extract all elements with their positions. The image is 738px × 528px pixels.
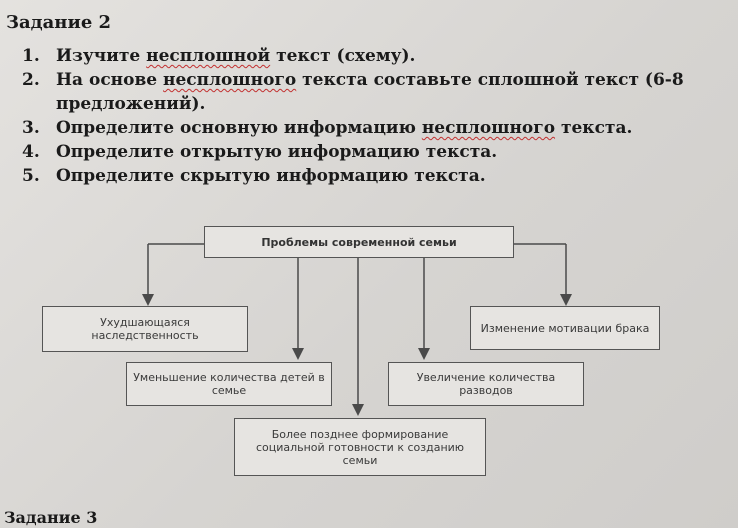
- spellcheck-word: несплошной: [146, 46, 271, 66]
- task-text-part: текст (схему).: [270, 46, 416, 66]
- task-title: Задание 2: [6, 12, 112, 33]
- task-item-2: 2. На основе несплошного текста составьт…: [22, 68, 722, 116]
- task-text: На основе несплошного текста составьте с…: [56, 68, 722, 116]
- task-text-part: текста составьте сплошной текст (6-8 пре…: [56, 70, 684, 114]
- task-list: 1. Изучите несплошной текст (схему). 2. …: [22, 44, 722, 188]
- task-text-part: На основе: [56, 70, 164, 90]
- task-item-4: 4. Определите открытую информацию текста…: [22, 140, 722, 164]
- scheme-box-readiness: Более позднее формирование социальной го…: [234, 418, 486, 476]
- task-item-5: 5. Определите скрытую информацию текста.: [22, 164, 722, 188]
- task-number: 4.: [22, 142, 40, 162]
- task-text: Изучите несплошной текст (схему).: [56, 44, 722, 68]
- task-item-1: 1. Изучите несплошной текст (схему).: [22, 44, 722, 68]
- task-text-part: Изучите: [56, 46, 147, 66]
- task-text-part: текста.: [555, 118, 633, 138]
- spellcheck-word: несплошного: [163, 70, 297, 90]
- task-text: Определите открытую информацию текста.: [56, 140, 722, 164]
- scheme-box-heredity: Ухудшающаяся наследственность: [42, 306, 248, 352]
- task-number: 2.: [22, 70, 40, 90]
- scheme-box-divorces: Увеличение количества разводов: [388, 362, 584, 406]
- task-text-part: Определите скрытую информацию текста.: [56, 166, 486, 186]
- task-text: Определите скрытую информацию текста.: [56, 164, 722, 188]
- scheme-box-children: Уменьшение количества детей в семье: [126, 362, 332, 406]
- task-number: 1.: [22, 46, 40, 66]
- next-task-title: Задание 3: [4, 508, 98, 527]
- task-text: Определите основную информацию несплошно…: [56, 116, 722, 140]
- task-number: 5.: [22, 166, 40, 186]
- scheme-root-box: Проблемы современной семьи: [204, 226, 514, 258]
- task-number: 3.: [22, 118, 40, 138]
- scheme-box-motivation: Изменение мотивации брака: [470, 306, 660, 350]
- task-item-3: 3. Определите основную информацию неспло…: [22, 116, 722, 140]
- task-text-part: Определите открытую информацию текста.: [56, 142, 498, 162]
- spellcheck-word: несплошного: [421, 118, 556, 138]
- task-text-part: Определите основную информацию: [56, 118, 422, 138]
